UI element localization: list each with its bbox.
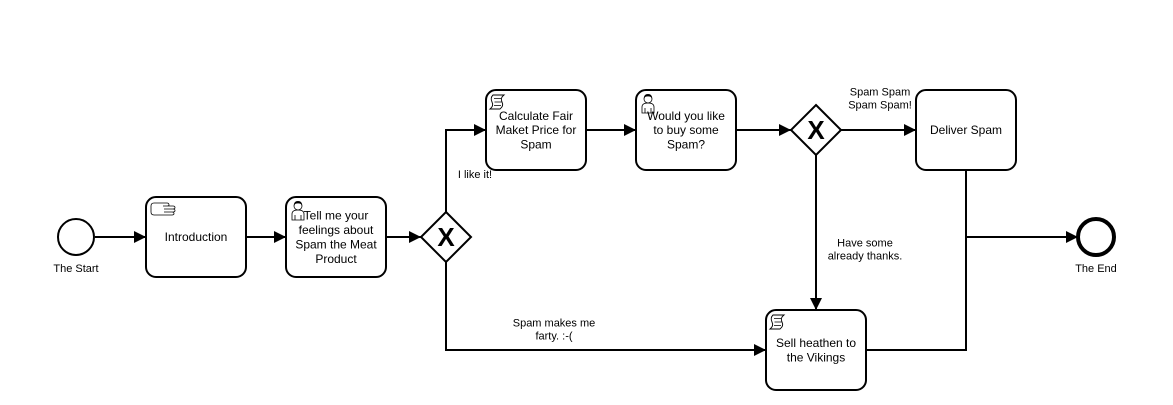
task-deliver-label: Deliver Spam: [930, 123, 1002, 137]
start-event-label: The Start: [53, 263, 98, 275]
flow-sell-to-end[interactable]: [866, 237, 967, 351]
flow-opinion-to-calculate[interactable]: [445, 124, 486, 212]
task-introduction[interactable]: Introduction: [145, 196, 247, 278]
text-line: Have some: [837, 237, 893, 249]
script-icon: [488, 94, 506, 110]
user-icon: [291, 201, 305, 221]
text-line: Calculate Fair: [499, 109, 573, 123]
end-event-label: The End: [1075, 263, 1117, 275]
sequence-flows: [95, 124, 1078, 356]
gateway-opinion-marker: X: [437, 222, 455, 252]
flow-opinion-to-sell[interactable]: [445, 262, 766, 356]
text-line: Product: [315, 252, 357, 266]
text-line: Sell heathen to: [776, 336, 856, 350]
text-line: Spam?: [667, 138, 705, 152]
hand-icon: [150, 202, 176, 216]
task-deliver[interactable]: Deliver Spam: [915, 89, 1017, 171]
text-line: already thanks.: [828, 250, 903, 262]
start-event[interactable]: [57, 218, 95, 256]
text-line: Deliver Spam: [930, 123, 1002, 137]
text-line: the Vikings: [787, 350, 845, 364]
text-line: Spam Spam!: [848, 99, 912, 111]
text-line: Spam makes me: [513, 317, 596, 329]
flow-deliver-to-end[interactable]: [965, 170, 1078, 243]
task-introduction-label: Introduction: [165, 230, 228, 244]
gateway-purchase[interactable]: X: [789, 103, 843, 157]
text-line: Spam: [520, 138, 551, 152]
text-line: farty. :-(: [535, 330, 572, 342]
script-icon: [768, 314, 786, 330]
flow-label-like: I like it!: [458, 169, 492, 181]
text-line: Spam Spam: [850, 86, 911, 98]
end-event[interactable]: [1076, 217, 1116, 257]
text-line: Tell me your: [304, 209, 369, 223]
text-line: feelings about: [299, 223, 374, 237]
text-line: I like it!: [458, 169, 492, 181]
gateway-purchase-marker: X: [807, 115, 825, 145]
text-line: Would you like: [647, 109, 725, 123]
gateway-opinion[interactable]: X: [419, 210, 473, 264]
text-line: Introduction: [165, 230, 228, 244]
text-line: to buy some: [653, 123, 719, 137]
text-line: Spam the Meat: [295, 237, 377, 251]
text-line: Maket Price for: [496, 123, 577, 137]
user-icon: [641, 94, 655, 114]
